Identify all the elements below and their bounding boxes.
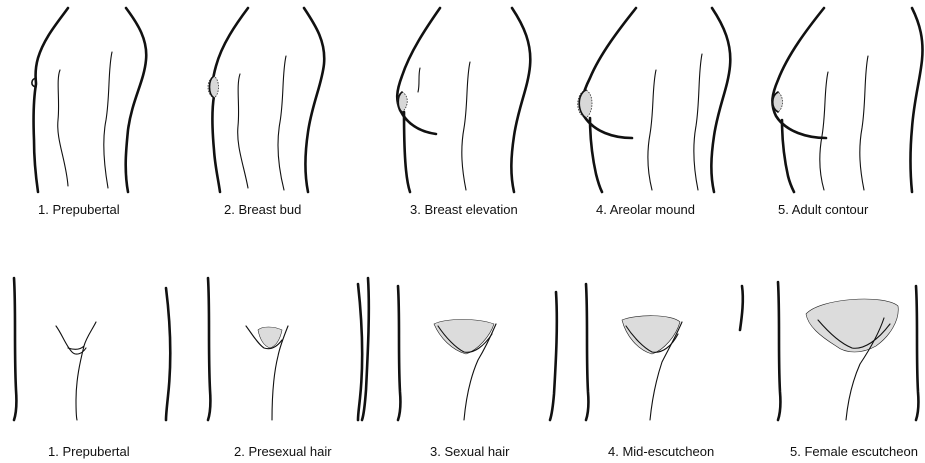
breast-stage-1-drawing (32, 8, 146, 192)
breast-stage-4-drawing (578, 8, 731, 192)
breast-stage-3-drawing (397, 8, 530, 192)
breast-stage-1-label: 1. Prepubertal (38, 202, 120, 217)
pubic-stage-1-drawing (14, 278, 170, 420)
pubic-stage-4-label: 4. Mid-escutcheon (608, 444, 714, 459)
pubic-stage-4-drawing (550, 284, 743, 420)
pubic-stage-1-label: 1. Prepubertal (48, 444, 130, 459)
pubic-stage-5-drawing (778, 282, 918, 420)
pubic-stage-2-label: 2. Presexual hair (234, 444, 332, 459)
breast-stage-4-label: 4. Areolar mound (596, 202, 695, 217)
breast-stage-2-drawing (208, 8, 324, 192)
breast-stage-5-label: 5. Adult contour (778, 202, 869, 217)
pubic-stage-3-label: 3. Sexual hair (430, 444, 510, 459)
breast-stage-3-label: 3. Breast elevation (410, 202, 518, 217)
pubic-stage-2-drawing (208, 278, 362, 420)
pubic-hair-row: 1. Prepubertal 2. Presexual hair 3. Sexu… (14, 278, 918, 459)
breast-stage-2-label: 2. Breast bud (224, 202, 301, 217)
pubic-stage-5-label: 5. Female escutcheon (790, 444, 918, 459)
breast-row: 1. Prepubertal 2. Breast bud 3. Breast e… (32, 8, 923, 217)
breast-stage-5-drawing (772, 8, 923, 192)
pubic-stage-3-drawing (362, 278, 496, 420)
